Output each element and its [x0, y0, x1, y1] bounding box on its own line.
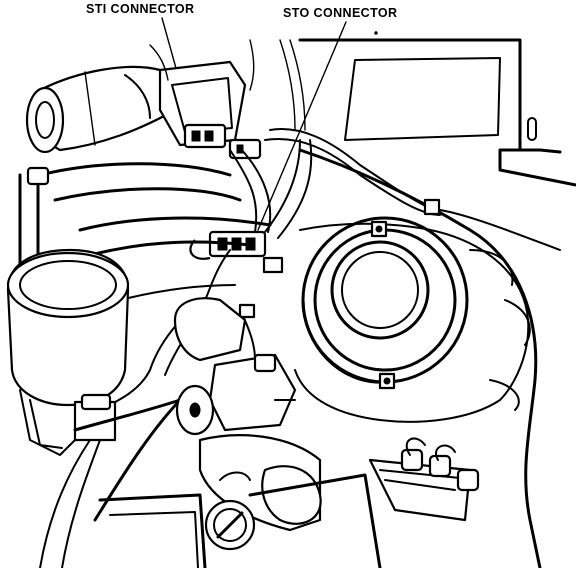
- oil-filler-cap-icon: [206, 501, 254, 549]
- sti-connector: [185, 125, 260, 158]
- strut-nut-top-icon: [372, 222, 386, 236]
- sto-connector: [190, 232, 282, 272]
- sto-leader-line: [258, 22, 346, 230]
- sto-connector-label: STO CONNECTOR: [283, 6, 398, 20]
- brake-lines: [20, 390, 185, 568]
- relay-cluster: [370, 438, 478, 520]
- misc-detail-marks: [150, 32, 377, 90]
- wiper-motor: [27, 67, 175, 152]
- wiring-harness: [100, 40, 560, 410]
- brake-fluid-reservoir: [8, 250, 128, 440]
- strut-tower-housing: [295, 150, 540, 568]
- intake-duct: [20, 164, 240, 270]
- lower-housing: [100, 435, 380, 568]
- cross-brace: [80, 218, 270, 300]
- strut-mount: [303, 218, 467, 382]
- sti-connector-label: STI CONNECTOR: [86, 2, 195, 16]
- strut-nut-bottom-icon: [380, 374, 394, 388]
- valve-assembly: [175, 298, 295, 434]
- firewall-panel: [300, 40, 576, 185]
